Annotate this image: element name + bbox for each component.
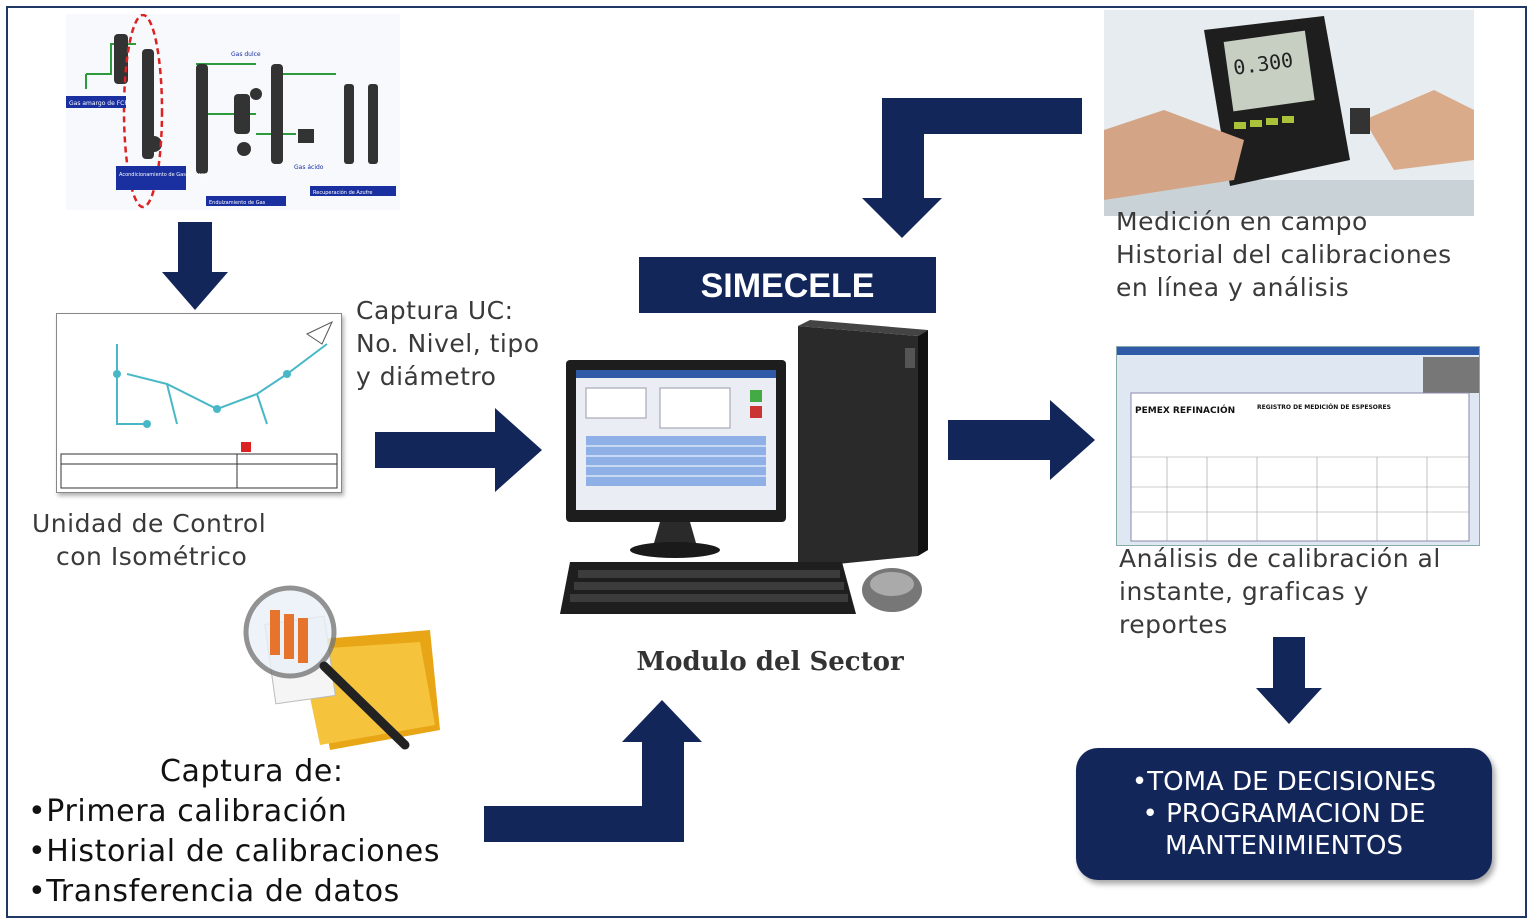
arrow-isometric-to-computer <box>375 408 542 492</box>
capture-item-3: •Transferencia de datos <box>28 874 400 909</box>
label-endulzamiento: Endulzamiento de Gas <box>209 200 266 206</box>
field-measurement-caption: Medición en campo Historial del calibrac… <box>1116 205 1452 304</box>
report-title: REGISTRO DE MEDICIÓN DE ESPESORES <box>1257 404 1391 411</box>
arrow-process-to-isometric <box>162 222 228 310</box>
label-acondicionamiento: Acondicionamiento de Gas Amargo <box>119 172 207 178</box>
ultrasonic-gauge-image: 0.300 <box>1104 10 1474 216</box>
computer-image <box>560 318 940 623</box>
field-line-2: Historial del calibraciones <box>1116 240 1452 269</box>
control-unit-line-2: con Isométrico <box>56 542 248 571</box>
analysis-line-3: reportes <box>1119 610 1228 639</box>
label-gas-dulce: Gas dulce <box>231 51 261 58</box>
control-unit-caption: Unidad de Control con Isométrico <box>32 507 266 573</box>
arrow-device-to-simecele <box>862 98 1082 238</box>
decision-line-3: MANTENIMIENTOS <box>1165 831 1403 861</box>
field-line-1: Medición en campo <box>1116 207 1368 236</box>
capture-uc-line-2: No. Nivel, tipo <box>356 329 540 358</box>
decision-line-2: • PROGRAMACION DE <box>1142 799 1426 829</box>
capture-uc-caption: Captura UC: No. Nivel, tipo y diámetro <box>356 294 540 393</box>
process-flow-diagram: Gas amargo de FCP Gas dulce Gas ácido Ac… <box>66 14 400 210</box>
capture-item-1: •Primera calibración <box>28 794 348 829</box>
analysis-line-1: Análisis de calibración al <box>1119 544 1441 573</box>
capture-title: Captura de: <box>160 754 344 789</box>
system-title: SIMECELE <box>639 257 936 313</box>
decision-line-1: •TOMA DE DECISIONES <box>1131 767 1437 797</box>
isometric-drawing <box>56 313 342 493</box>
arrow-capture-to-computer <box>484 700 702 842</box>
diagram-frame <box>6 6 1527 918</box>
module-caption: Modulo del Sector <box>636 647 904 677</box>
decisions-box: •TOMA DE DECISIONES • PROGRAMACION DE MA… <box>1076 748 1492 880</box>
field-line-3: en línea y análisis <box>1116 273 1350 302</box>
arrow-computer-to-report <box>948 400 1095 480</box>
folder-magnifier-image <box>240 580 450 755</box>
label-gas-acido: Gas ácido <box>294 164 324 171</box>
capture-uc-line-3: y diámetro <box>356 362 497 391</box>
analysis-caption: Análisis de calibración al instante, gra… <box>1119 542 1441 641</box>
report-header: PEMEX REFINACIÓN <box>1135 404 1235 416</box>
capture-item-2: •Historial de calibraciones <box>28 834 441 869</box>
capture-uc-line-1: Captura UC: <box>356 296 514 325</box>
label-gas-amargo: Gas amargo de FCP <box>69 100 128 107</box>
label-recuperacion: Recuperación de Azufre <box>313 189 372 196</box>
control-unit-line-1: Unidad de Control <box>32 509 267 538</box>
analysis-line-2: instante, graficas y <box>1119 577 1369 606</box>
arrow-report-to-decisions <box>1256 637 1322 724</box>
report-screenshot: PEMEX REFINACIÓN REGISTRO DE MEDICIÓN DE… <box>1116 346 1480 546</box>
